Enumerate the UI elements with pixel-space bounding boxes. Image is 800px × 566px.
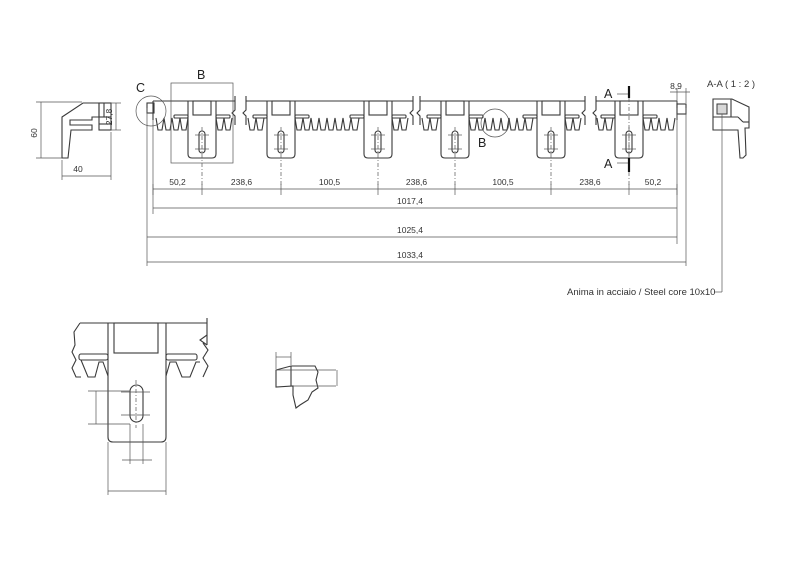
- rack-teeth: [247, 117, 265, 131]
- tab-window: [192, 100, 212, 116]
- dim-overall-2: 1025,4: [397, 225, 423, 235]
- rack-teeth: [294, 117, 360, 131]
- rack-teeth: [421, 117, 439, 131]
- rack-teeth: [642, 117, 676, 131]
- tab-ledge: [173, 114, 189, 119]
- detail-b-label-secondary: B: [478, 136, 486, 150]
- break-mark: [592, 96, 597, 125]
- detail-c-view: [275, 352, 338, 409]
- detail-b-circle: [480, 108, 510, 138]
- pitch-dim-value: 238,6: [406, 177, 428, 187]
- section-a-a-title: A-A ( 1 : 2 ): [707, 79, 755, 90]
- tab-ledge: [564, 114, 580, 119]
- overall-dimensions: 1017,4 1025,4 1033,4: [146, 108, 687, 266]
- dim-end-tab: 8,9: [670, 81, 690, 103]
- rack-teeth: [564, 117, 582, 131]
- tab-ledge: [349, 114, 365, 119]
- tab-window: [445, 100, 465, 116]
- tab-ledge: [468, 114, 484, 119]
- detail-b-label: B: [197, 68, 205, 82]
- pitch-dim-value: 238,6: [579, 177, 601, 187]
- pitch-dim-value: 50,2: [169, 177, 186, 187]
- pitch-dim-value: 100,5: [492, 177, 514, 187]
- tab-ledge: [600, 114, 616, 119]
- section-a-a-view: A-A ( 1 : 2 ) Anima in acciaio / Steel c…: [567, 79, 755, 298]
- steel-core-callout: Anima in acciaio / Steel core 10x10: [567, 287, 715, 298]
- tab-ledge: [642, 114, 658, 119]
- break-mark: [409, 96, 414, 125]
- pitch-dim-value: 238,6: [231, 177, 253, 187]
- dim-side-top-height: 27,8: [104, 108, 114, 125]
- tab-window: [271, 100, 291, 116]
- dim-side-width: 40: [73, 164, 83, 174]
- rack-teeth: [391, 117, 409, 131]
- tab-ledge: [522, 114, 538, 119]
- pitch-dim-value: 100,5: [319, 177, 341, 187]
- tab-ledge: [294, 114, 310, 119]
- rack-teeth: [155, 117, 189, 131]
- dim-end-tab-value: 8,9: [670, 81, 682, 91]
- break-mark: [581, 96, 586, 125]
- side-view: 60 27,8 40: [29, 101, 121, 180]
- tab-ledge: [426, 114, 442, 119]
- detail-b-box: [170, 82, 234, 164]
- rack-teeth: [596, 117, 614, 131]
- detail-c-label: C: [136, 81, 145, 95]
- rack-main-view: [146, 96, 687, 185]
- section-line-a: A A: [604, 86, 631, 172]
- tab-window: [541, 100, 561, 116]
- section-a-bottom-label: A: [604, 157, 613, 171]
- tab-ledge: [215, 114, 231, 119]
- pitch-dimensions: 50,2 238,6 100,5 238,6 100,5 238,6 50,2: [152, 177, 678, 195]
- dim-overall-1: 1017,4: [397, 196, 423, 206]
- pitch-dim-value: 50,2: [645, 177, 662, 187]
- tab-ledge: [391, 114, 407, 119]
- rack-teeth: [215, 117, 233, 131]
- rack-teeth: [468, 117, 534, 131]
- dim-overall-3: 1033,4: [397, 250, 423, 260]
- detail-c-circle: [135, 95, 167, 127]
- break-mark: [231, 96, 236, 125]
- detail-b-view: [71, 318, 209, 495]
- break-mark: [416, 96, 421, 125]
- tab-ledge: [252, 114, 268, 119]
- dim-side-height: 60: [29, 128, 39, 138]
- right-end-stub: [676, 103, 687, 115]
- tab-window: [368, 100, 388, 116]
- break-mark: [242, 96, 247, 125]
- section-a-top-label: A: [604, 87, 613, 101]
